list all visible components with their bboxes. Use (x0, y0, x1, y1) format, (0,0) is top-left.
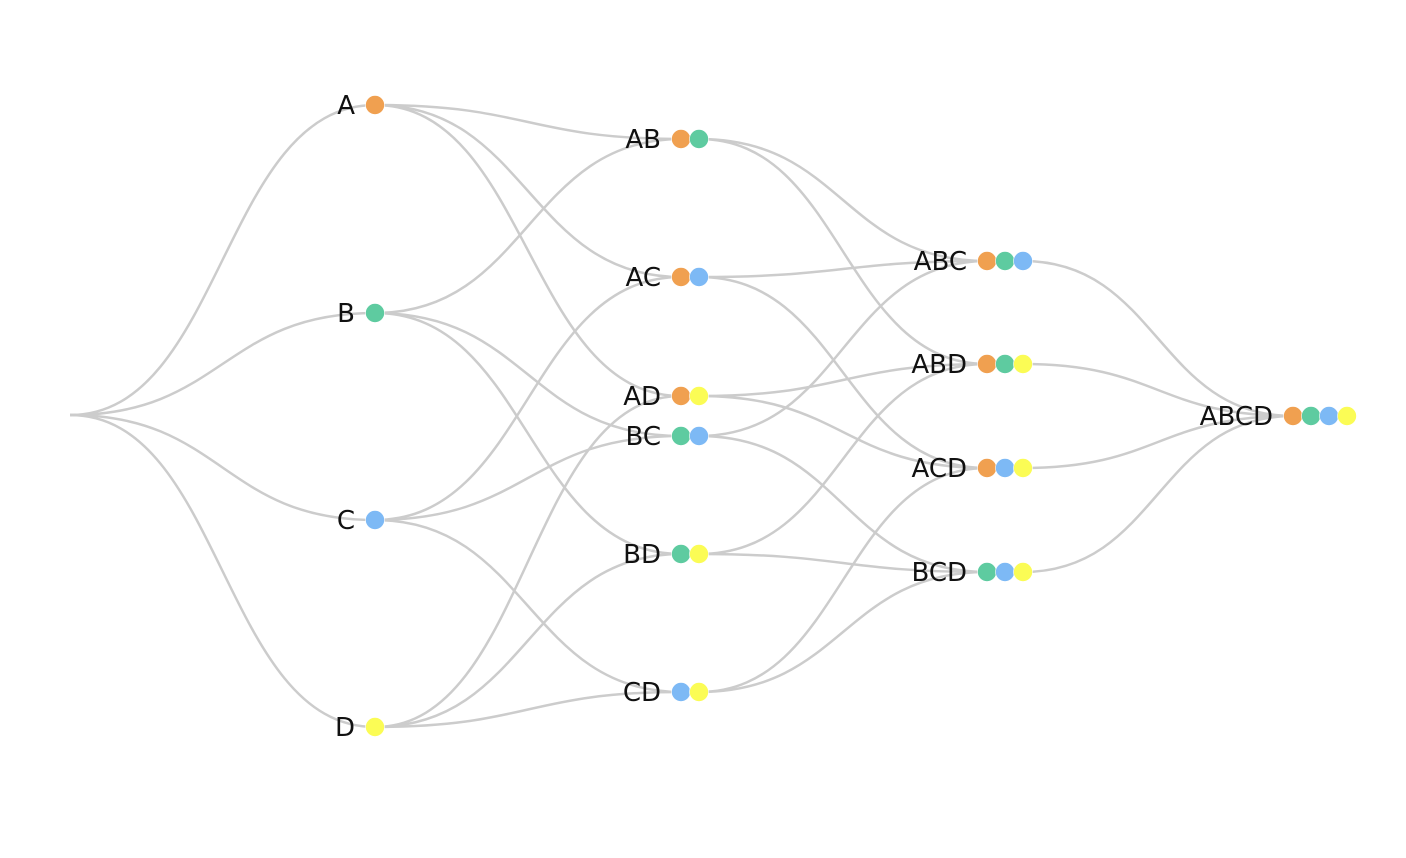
edge-acd-abcd (1022, 414, 1294, 470)
edge-bcd-abcd (1022, 414, 1294, 574)
member-dot-a (977, 458, 997, 478)
edge-abd-abcd (1022, 362, 1294, 418)
edge-a-ac (374, 103, 682, 279)
edge-c-bc (374, 434, 682, 522)
node-acd: ACD (911, 454, 1033, 484)
node-abcd: ABCD (1200, 402, 1357, 432)
edge-d-ad (374, 394, 682, 729)
edge-root-a (69, 103, 376, 417)
edge-abc-abcd (1022, 259, 1294, 418)
edge-b-bc (374, 311, 682, 438)
edge-root-c (69, 413, 376, 522)
edge-b-bd (374, 311, 682, 556)
member-dot-a (977, 251, 997, 271)
edge-ab-abd (698, 137, 988, 366)
node-cd: CD (623, 678, 709, 708)
node-label-acd: ACD (911, 454, 967, 484)
node-abd: ABD (911, 350, 1033, 380)
node-ad: AD (623, 382, 709, 412)
node-label-bd: BD (623, 540, 661, 570)
member-dot-d (1013, 354, 1033, 374)
node-label-d: D (335, 713, 355, 743)
node-label-abc: ABC (914, 247, 967, 277)
member-dot-b (995, 251, 1015, 271)
node-c: C (337, 506, 385, 536)
node-label-ab: AB (625, 125, 661, 155)
member-dot-c (995, 562, 1015, 582)
member-dot-c (365, 510, 385, 530)
member-dot-c (671, 682, 691, 702)
member-dot-b (689, 129, 709, 149)
node-label-abd: ABD (911, 350, 967, 380)
member-dot-a (671, 267, 691, 287)
edge-d-bd (374, 552, 682, 729)
node-label-abcd: ABCD (1200, 402, 1273, 432)
member-dot-d (689, 682, 709, 702)
edge-c-cd (374, 518, 682, 694)
edge-ac-abc (698, 259, 988, 279)
node-abc: ABC (914, 247, 1033, 277)
node-d: D (335, 713, 385, 743)
edge-ad-abd (698, 362, 988, 398)
node-bc: BC (625, 422, 709, 452)
member-dot-d (1013, 562, 1033, 582)
edge-bd-abd (698, 362, 988, 556)
member-dot-a (671, 129, 691, 149)
edge-d-cd (374, 690, 682, 729)
node-label-ac: AC (626, 263, 661, 293)
edge-b-ab (374, 137, 682, 315)
node-a: A (337, 91, 385, 121)
edge-bc-abc (698, 259, 988, 438)
node-bcd: BCD (911, 558, 1033, 588)
member-dot-d (689, 386, 709, 406)
member-dot-c (1013, 251, 1033, 271)
member-dot-b (671, 544, 691, 564)
edge-a-ab (374, 103, 682, 141)
member-dot-b (671, 426, 691, 446)
edge-ab-abc (698, 137, 988, 263)
member-dot-a (365, 95, 385, 115)
edge-a-ad (374, 103, 682, 398)
node-b: B (337, 299, 385, 329)
edge-c-ac (374, 275, 682, 522)
edge-root-b (69, 311, 376, 417)
node-label-cd: CD (623, 678, 661, 708)
member-dot-c (689, 267, 709, 287)
node-bd: BD (623, 540, 709, 570)
node-label-c: C (337, 506, 355, 536)
node-ac: AC (626, 263, 709, 293)
member-dot-a (671, 386, 691, 406)
node-ab: AB (625, 125, 709, 155)
member-dot-d (365, 717, 385, 737)
member-dot-c (995, 458, 1015, 478)
edges-layer (69, 103, 1294, 729)
member-dot-b (995, 354, 1015, 374)
member-dot-b (365, 303, 385, 323)
member-dot-d (1013, 458, 1033, 478)
node-label-b: B (337, 299, 355, 329)
edge-ac-acd (698, 275, 988, 470)
member-dot-d (689, 544, 709, 564)
edge-cd-acd (698, 466, 988, 694)
edge-ad-acd (698, 394, 988, 470)
node-label-bcd: BCD (911, 558, 967, 588)
edge-bd-bcd (698, 552, 988, 574)
edge-root-d (69, 413, 376, 729)
member-dot-b (977, 562, 997, 582)
node-label-bc: BC (625, 422, 661, 452)
member-dot-c (1319, 406, 1339, 426)
member-dot-b (1301, 406, 1321, 426)
node-label-ad: AD (623, 382, 661, 412)
member-dot-d (1337, 406, 1357, 426)
member-dot-c (689, 426, 709, 446)
member-dot-a (977, 354, 997, 374)
edge-cd-bcd (698, 570, 988, 694)
node-label-a: A (337, 91, 355, 121)
member-dot-a (1283, 406, 1303, 426)
edge-bc-bcd (698, 434, 988, 574)
